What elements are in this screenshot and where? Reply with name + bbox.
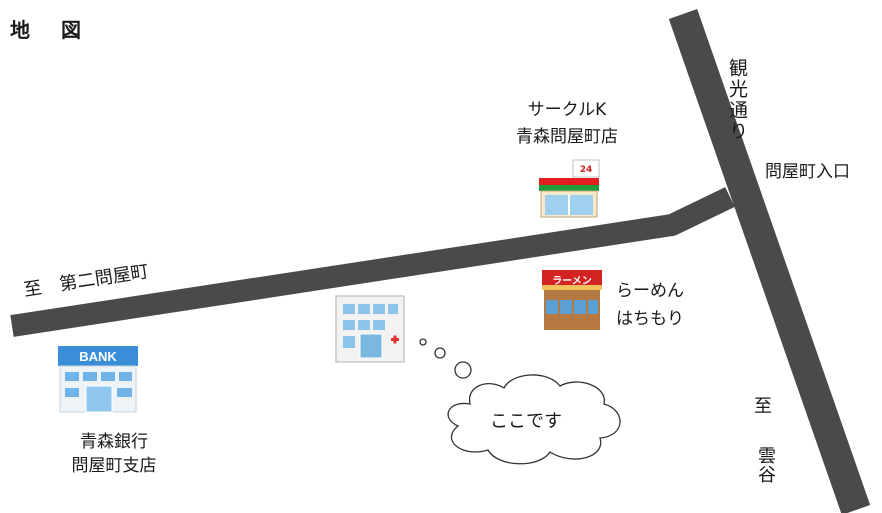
- bank-name-line1: 青森銀行: [80, 432, 148, 452]
- toyamachi-entrance-label: 問屋町入口: [765, 162, 850, 182]
- ramen-shop-icon: [542, 270, 602, 330]
- store-name-line2: 青森問屋町店: [516, 127, 618, 147]
- store-sign-text: 24: [580, 165, 593, 175]
- callout-bubbles: [419, 338, 472, 379]
- bank-name-line2: 問屋町支店: [71, 456, 157, 476]
- ramen-name-line2: はちもり: [616, 309, 684, 329]
- road-label-kanko-dori: 観光通り: [726, 58, 748, 142]
- direction-to-label: 至: [754, 396, 772, 417]
- clinic-building-icon: [335, 295, 405, 363]
- convenience-store-icon: 24: [539, 159, 600, 218]
- bank-sign-text: BANK: [79, 349, 117, 364]
- road-daini-toyamachi: [10, 187, 735, 337]
- road-kanko-dori: [668, 9, 871, 513]
- ramen-sign-text: ラーメン: [552, 276, 592, 287]
- bank-icon: BANK: [58, 346, 138, 413]
- direction-kumoya-label: 雲谷: [755, 446, 776, 484]
- ramen-name-line1: らーめん: [616, 281, 684, 301]
- callout-text: ここです: [490, 411, 562, 432]
- store-name-line1: サークルK: [527, 100, 607, 120]
- page-title: 地 図: [10, 18, 93, 42]
- callout-cloud: [447, 374, 621, 465]
